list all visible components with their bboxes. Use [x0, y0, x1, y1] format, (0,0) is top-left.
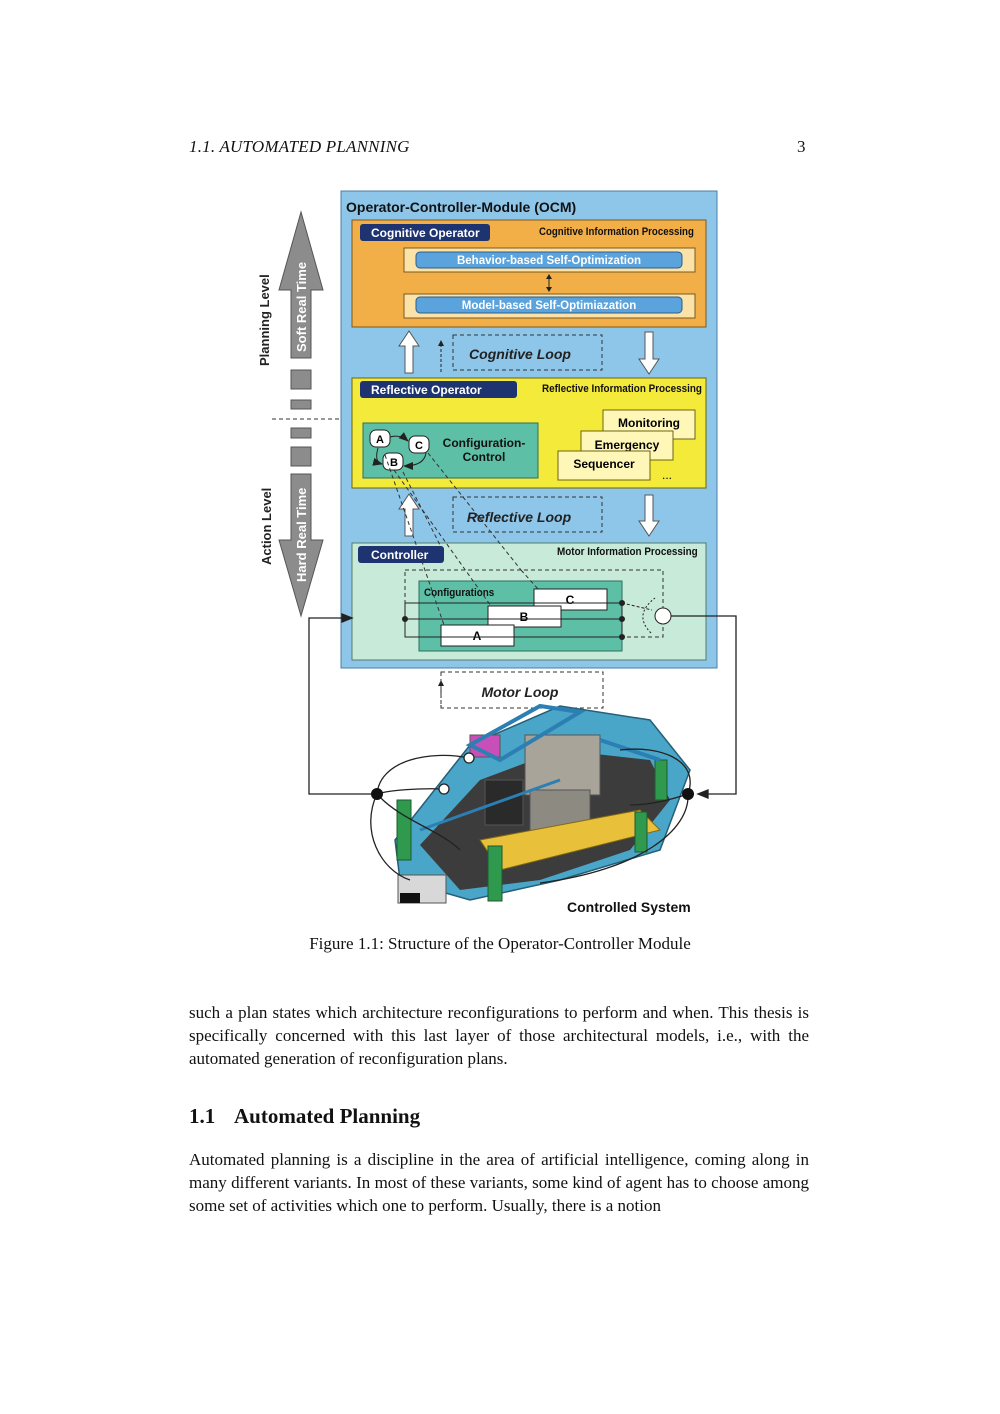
- behavior-opt-label: Behavior-based Self-Optimization: [457, 255, 641, 267]
- config-b-box: [487, 605, 562, 628]
- controlled-system-label: Controlled System: [567, 899, 691, 915]
- config-c-box: [533, 588, 608, 611]
- state-node-b-label: B: [390, 457, 398, 469]
- config-c-label: C: [566, 593, 575, 607]
- motor-loop-label: Motor Loop: [482, 684, 559, 700]
- cognitive-operator-block: Cognitive Operator Cognitive Information…: [351, 219, 707, 328]
- config-control-line2: Control: [463, 450, 506, 464]
- page-number: 3: [797, 137, 806, 156]
- ocm-figure: Soft Real Time Hard Real Time Planning L…: [257, 190, 737, 915]
- section-heading: 1.1 Automated Planning: [189, 1104, 420, 1129]
- switch-node: [654, 607, 672, 625]
- state-node-a: [369, 429, 391, 448]
- level-arrows: Soft Real Time Hard Real Time Planning L…: [257, 210, 365, 618]
- cognitive-operator-badge: [360, 224, 490, 241]
- state-node-b: [382, 452, 404, 471]
- state-node-c-label: C: [415, 440, 423, 452]
- cognitive-loop-label: Cognitive Loop: [469, 346, 571, 362]
- reflective-operator-badge: [360, 381, 517, 398]
- configurations-label: Configurations: [424, 588, 494, 600]
- soft-real-time-arrow: [278, 210, 324, 359]
- config-b-label: B: [520, 610, 529, 624]
- controller-badge: [358, 546, 444, 563]
- cognitive-info-label: Cognitive Information Processing: [539, 227, 694, 239]
- figure-caption: Figure 1.1: Structure of the Operator-Co…: [309, 934, 691, 953]
- output-junction: [682, 788, 694, 800]
- level-divider-block: [290, 427, 312, 439]
- up-arrow-icon: [398, 493, 420, 537]
- level-divider-block: [290, 369, 312, 390]
- monitoring-label: Monitoring: [618, 416, 680, 430]
- reconfiguration-links: [384, 452, 539, 626]
- behavior-opt-bar: [415, 251, 683, 269]
- emergency-label: Emergency: [595, 438, 660, 452]
- paragraph-planning: Automated planning is a discipline in th…: [189, 1148, 809, 1218]
- action-level-label: Action Level: [259, 488, 274, 565]
- paragraph-text: Automated planning is a discipline in th…: [189, 1150, 809, 1216]
- sequencer-label: Sequencer: [573, 457, 635, 471]
- cognitive-loop: Cognitive Loop: [398, 330, 660, 375]
- up-arrow-icon: [398, 330, 420, 374]
- cognitive-operator-label: Cognitive Operator: [371, 226, 480, 240]
- ocm-title: Operator-Controller-Module (OCM): [346, 199, 576, 215]
- level-divider-block: [290, 446, 312, 467]
- reflective-info-label: Reflective Information Processing: [542, 384, 702, 396]
- state-node-c: [408, 435, 430, 454]
- motor-info-label: Motor Information Processing: [557, 547, 698, 559]
- state-node-a-label: A: [376, 434, 384, 446]
- reflective-operator-block: Reflective Operator Reflective Informati…: [351, 377, 707, 489]
- section-number: 1.1: [189, 1104, 216, 1128]
- down-arrow-icon: [638, 331, 660, 375]
- paragraph-intro: such a plan states which architecture re…: [189, 1001, 809, 1071]
- model-opt-bar: [415, 296, 683, 314]
- level-divider-block: [290, 399, 312, 410]
- input-junction: [371, 788, 383, 800]
- hard-real-time-arrow: [278, 473, 324, 618]
- down-arrow-icon: [638, 494, 660, 537]
- planning-level-label: Planning Level: [257, 274, 272, 366]
- controller-block: Controller Motor Information Processing …: [351, 542, 707, 661]
- hard-real-time-label: Hard Real Time: [294, 488, 309, 582]
- config-a-label: A: [473, 629, 482, 643]
- model-opt-label: Model-based Self-Optimiazation: [462, 300, 636, 312]
- section-title: Automated Planning: [234, 1104, 421, 1128]
- motor-loop: Motor Loop: [438, 671, 604, 709]
- sequencer-card: [557, 450, 651, 481]
- reflective-operator-label: Reflective Operator: [371, 383, 482, 397]
- controller-label: Controller: [371, 548, 429, 562]
- paragraph-text: such a plan states which architecture re…: [189, 1003, 809, 1069]
- soft-real-time-label: Soft Real Time: [294, 262, 309, 352]
- feedback-loop-lines: [308, 613, 737, 799]
- ellipsis: ...: [662, 468, 672, 482]
- config-control-line1: Configuration-: [443, 436, 526, 450]
- reflective-loop-label: Reflective Loop: [467, 509, 572, 525]
- reflective-loop: Reflective Loop: [398, 493, 660, 537]
- config-a-box: [440, 624, 515, 647]
- running-head-title: 1.1. AUTOMATED PLANNING: [189, 137, 410, 156]
